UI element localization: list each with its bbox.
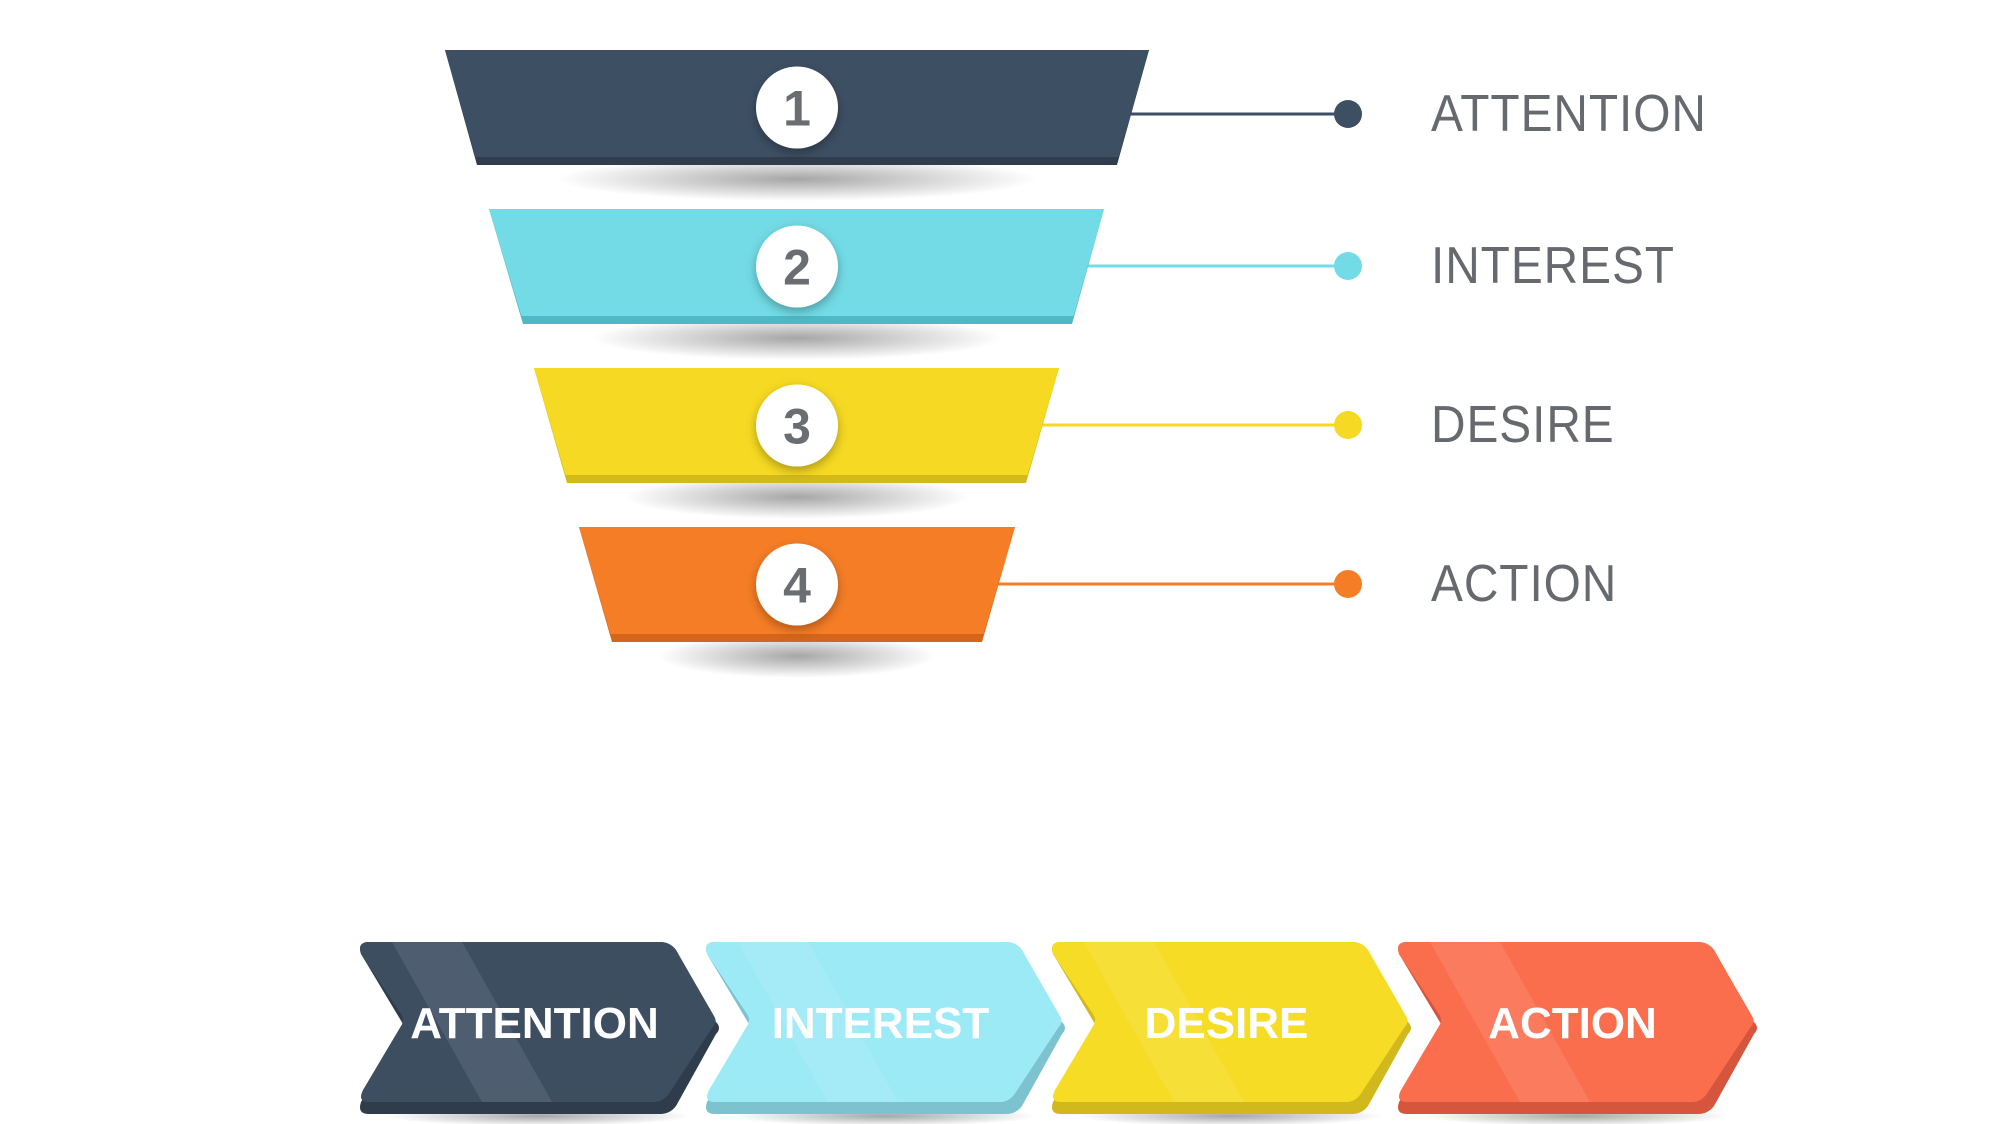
chevron-highlight [392, 942, 552, 1102]
chevron-step-action [1398, 942, 1754, 1102]
chevron-highlight [1430, 942, 1590, 1102]
connector-dot [1334, 252, 1362, 280]
chevron-label: ATTENTION [410, 999, 659, 1048]
stage-shadow [557, 157, 1037, 201]
funnel-label-desire: DESIRE [1431, 396, 1615, 454]
connector-dot [1334, 411, 1362, 439]
stage-number: 4 [783, 558, 811, 614]
funnel-label-interest: INTEREST [1431, 237, 1675, 295]
chevron-label: INTEREST [772, 999, 990, 1048]
stage-number-badge [756, 384, 838, 467]
process-chevrons: ATTENTION INTEREST DESIRE ACTION [360, 942, 1757, 1124]
connector-dot [1334, 570, 1362, 598]
stage-shadow [624, 475, 970, 519]
stage-number-badge [756, 66, 838, 149]
chevron-step-desire [1052, 942, 1408, 1102]
chevron-step-attention [360, 942, 716, 1102]
funnel-label-attention: ATTENTION [1431, 85, 1707, 143]
chevron-label: ACTION [1488, 999, 1657, 1048]
chevron-highlight [738, 942, 898, 1102]
funnel-label-action: ACTION [1431, 555, 1618, 613]
chevron-highlight [1084, 942, 1244, 1102]
connector-dot [1334, 100, 1362, 128]
stage-number: 3 [783, 399, 811, 455]
stage-number-badge [756, 543, 838, 626]
stage-shadow [658, 634, 936, 678]
chevron-label: DESIRE [1145, 999, 1309, 1048]
stage-number-badge [756, 225, 838, 308]
stage-number: 1 [783, 81, 811, 137]
chevron-step-interest [706, 942, 1062, 1102]
stage-number: 2 [783, 240, 811, 296]
stage-shadow [591, 316, 1003, 360]
funnel: 1 2 3 4 [445, 50, 1362, 678]
